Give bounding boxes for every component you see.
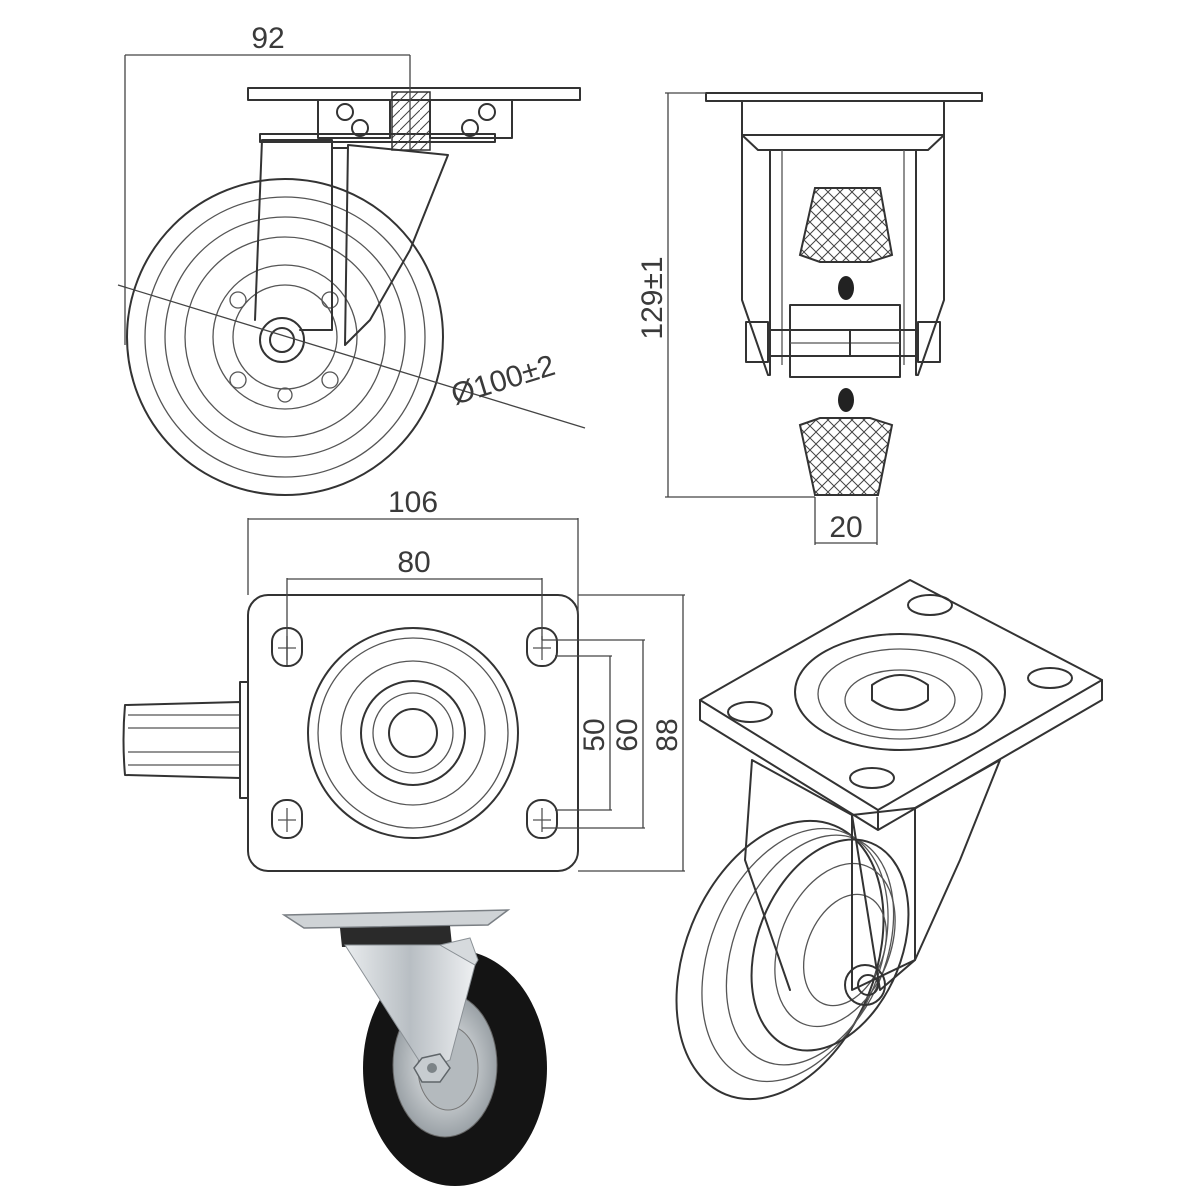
photo-top-plate	[281, 909, 511, 929]
front-axle	[767, 329, 919, 357]
side-wheel-holes	[229, 291, 339, 403]
top-center-hole	[388, 708, 438, 758]
iso-kingpin-cap	[871, 674, 929, 711]
top-wheel-stub	[122, 701, 241, 779]
side-bearing-left	[317, 99, 391, 139]
iso-wheel-face	[750, 838, 910, 1052]
dim-plate-width: 106	[388, 486, 438, 519]
side-bearing-right	[429, 99, 513, 139]
iso-fork-side	[851, 807, 916, 991]
front-rim-bottom	[838, 388, 854, 412]
top-ring-3	[340, 660, 486, 806]
side-ball-4	[478, 103, 496, 121]
side-wheel-outer	[126, 178, 444, 496]
top-slot-br	[526, 799, 558, 839]
side-view: 92 Ø100±2	[117, 22, 586, 496]
iso-fork	[744, 759, 1001, 991]
front-tire-section-top	[798, 187, 894, 263]
iso-slot-right	[1027, 667, 1073, 689]
front-fork-left	[741, 134, 771, 376]
iso-wheel-rim	[774, 862, 896, 1028]
top-ring-2	[317, 637, 509, 829]
top-view: 106 80 50 60 88	[122, 486, 685, 872]
front-hub	[789, 304, 901, 378]
photo-bearing-ring	[340, 926, 452, 947]
dim-total-height: 129±1	[636, 256, 669, 339]
isometric-view	[675, 579, 1103, 1101]
iso-slot-left	[727, 701, 773, 723]
side-wheel-hub	[212, 264, 358, 410]
front-top-plate	[705, 92, 983, 102]
dim-diameter-leader	[117, 284, 586, 429]
iso-axle	[857, 974, 879, 996]
side-wheel-rim	[164, 216, 406, 458]
front-fork-right	[915, 134, 945, 376]
iso-slot-back	[907, 594, 953, 616]
iso-ring-3	[844, 669, 956, 731]
iso-ring-2	[817, 648, 983, 740]
iso-wheel-tread-1	[701, 827, 889, 1083]
iso-wheel-hub	[802, 893, 888, 1007]
top-wheel-tread	[128, 714, 240, 766]
side-wheel-disc	[184, 236, 386, 438]
side-axle-nut	[259, 317, 305, 363]
side-kingpin	[391, 91, 431, 151]
dim-hole-spacing-inner: 50	[578, 718, 611, 751]
dim-hole-spacing-x: 80	[397, 546, 430, 579]
dim-wheel-width: 20	[829, 511, 862, 544]
iso-slot-front	[849, 767, 895, 789]
top-plate	[247, 594, 579, 872]
side-axle	[269, 327, 295, 353]
photo-fork	[344, 944, 476, 1071]
top-slot-bl	[271, 799, 303, 839]
front-tire-section-bottom	[798, 417, 894, 496]
iso-top-plate	[699, 579, 1103, 811]
photo-fork-side	[438, 937, 479, 966]
side-fork-body	[344, 144, 449, 346]
photo-axle	[427, 1063, 437, 1073]
top-wheel-edge	[239, 681, 249, 799]
front-rim-top	[838, 276, 854, 300]
side-wheel-tread	[144, 196, 426, 478]
iso-ring-1	[794, 633, 1006, 751]
top-ring-4	[360, 680, 466, 786]
iso-plate-edge	[699, 679, 1103, 831]
dim-plate-length: 88	[651, 718, 684, 751]
top-ring-5	[372, 692, 454, 774]
top-ring-1	[307, 627, 519, 839]
iso-axle-nut	[844, 964, 886, 1006]
side-wheel-hub-inner	[232, 284, 338, 390]
side-ball-3	[461, 119, 479, 137]
front-view: 129±1 20	[636, 92, 983, 545]
side-ball-1	[336, 103, 354, 121]
side-fork-leg	[254, 139, 333, 331]
dim-swivel-offset: 92	[251, 22, 284, 55]
caster-photo	[281, 909, 547, 1186]
side-ball-2	[351, 119, 369, 137]
dim-hole-spacing-outer: 60	[611, 718, 644, 751]
top-slot-centers	[278, 636, 551, 832]
front-bearing-housing	[741, 100, 945, 136]
